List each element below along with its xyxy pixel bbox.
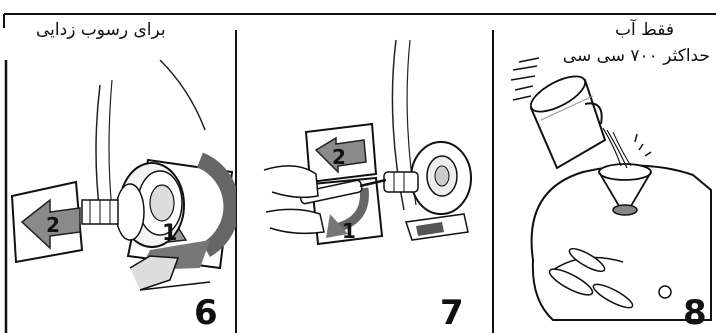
water-stream bbox=[603, 128, 621, 166]
step-number-8: 8 bbox=[683, 296, 707, 330]
descaling-illustration: 2 1 bbox=[0, 0, 236, 333]
caption-max-volume: حداکثر ۷۰۰ سی سی bbox=[563, 46, 710, 66]
caption-water-only: فقط آب bbox=[615, 20, 674, 40]
funnel bbox=[599, 164, 651, 180]
step-number-7: 7 bbox=[440, 296, 464, 330]
caption-descaling: برای رسوب زدایی bbox=[36, 20, 166, 40]
panel-step-6: 2 1 برای رسوب زدایی 6 bbox=[0, 0, 236, 333]
arrow-label-1-step7: 1 bbox=[342, 219, 356, 243]
arrow-label-2: 2 bbox=[46, 213, 60, 237]
panel-step-8: فقط آب حداکثر ۷۰۰ سی سی 8 bbox=[493, 0, 716, 333]
water-pitcher bbox=[526, 69, 605, 168]
arrow-label-1: 1 bbox=[162, 221, 177, 246]
step-number-6: 6 bbox=[194, 296, 218, 330]
tool-illustration: 2 1 bbox=[236, 0, 493, 333]
panel-step-7: 2 1 7 bbox=[236, 0, 493, 333]
arrow-label-2-step7: 2 bbox=[332, 145, 346, 169]
